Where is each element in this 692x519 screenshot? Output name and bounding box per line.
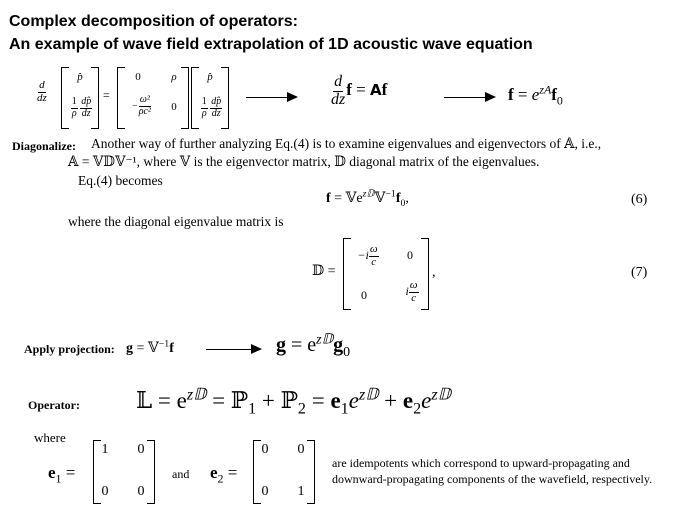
title-line-2: An example of wave field extrapolation o… [9,36,533,53]
arrow-2 [444,92,496,102]
e1-m12: 0 [137,442,145,457]
e2-m22: 1 [297,484,305,499]
projection-solution: g = ez𝔻g0 [276,332,351,360]
e2-m11: 0 [261,442,269,457]
matrix-a22: 0 [171,101,177,113]
e2-matrix: 0 0 0 1 [253,440,315,504]
operator-equation: 𝕃 = ez𝔻 = ℙ1 + ℙ2 = e1ez𝔻 + e2ez𝔻 [136,386,451,418]
d12: 0 [407,248,413,262]
e1-matrix: 1 0 0 0 [93,440,155,504]
idempotent-desc-1: are idempotents which correspond to upwa… [332,456,630,470]
diagonalize-line-1: Another way of further analyzing Eq.(4) … [91,136,602,151]
matrix-a11: 0 [135,71,141,83]
where-label: where [34,430,66,445]
idempotent-desc-2: downward-propagating components of the w… [332,472,653,486]
diagonalize-line-3: Eq.(4) becomes [78,173,163,188]
and-text: and [172,467,190,481]
e1-m21: 0 [101,484,109,499]
e2-label: e2 = [210,463,238,486]
matrix-a12: ρ [171,71,177,83]
arrow-3 [206,344,262,354]
eq7-comma: , [432,265,436,280]
diagonalize-line-2: 𝔸 = 𝕍𝔻𝕍⁻¹, where 𝕍 is the eigenvector ma… [68,154,540,169]
operator-label: Operator: [28,398,80,412]
diagonalize-label: Diagonalize: [12,139,76,153]
rhs-p-hat: p̂ [207,71,213,83]
e2-m12: 0 [297,442,305,457]
where-eigenvalue-text: where the diagonal eigenvalue matrix is [68,214,284,229]
e2-m21: 0 [261,484,269,499]
equation-6: f = 𝕍ez𝔻𝕍−1f0, [326,188,409,209]
arrow-1 [246,92,298,102]
e1-m22: 0 [137,484,145,499]
projection-label: Apply projection: [24,342,115,356]
equation-number-7: (7) [631,265,648,280]
lhs-p-hat: p̂ [77,71,83,83]
e1-label: e1 = [48,463,76,486]
e1-m11: 1 [101,442,109,457]
title-line-1: Complex decomposition of operators: [9,13,298,30]
equation-number-6: (6) [631,192,648,207]
d21: 0 [361,288,367,302]
D-symbol: 𝔻 = [312,264,336,279]
projection-equation: g = 𝕍−1f [126,338,174,356]
top-equals: = [103,88,110,102]
solution-equation: f = ezAf0 [508,82,563,108]
